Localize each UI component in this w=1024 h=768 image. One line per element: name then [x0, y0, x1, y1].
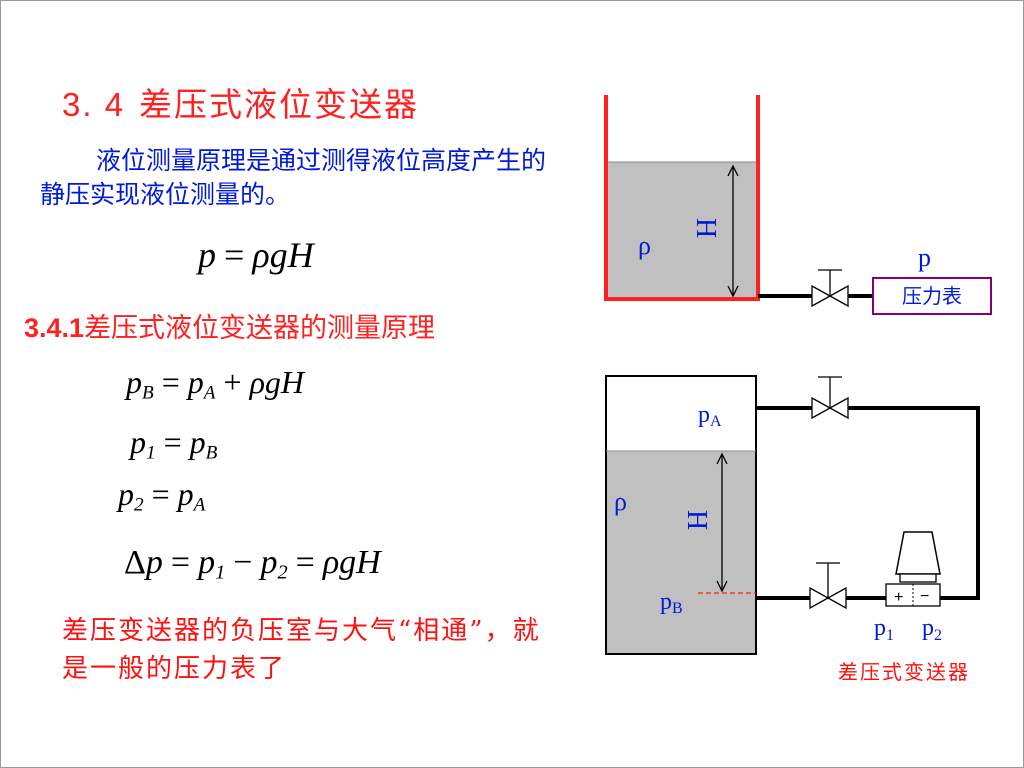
equation-p2: p2=pA — [118, 476, 205, 516]
closed-tank-wall — [605, 375, 757, 655]
section-number: 3. 4 — [62, 86, 126, 123]
eq4-equals-1: = — [170, 544, 191, 581]
eq4-H: H — [356, 544, 381, 581]
open-tank-arrowhead-up — [727, 164, 739, 177]
eq3-equals: = — [151, 476, 170, 512]
open-tank — [604, 95, 760, 301]
closed-tank-arrowhead-up — [716, 452, 728, 465]
eq1-equals: = — [161, 364, 180, 400]
upper-valve-icon — [811, 376, 849, 420]
open-tank-arrowhead-down — [727, 285, 739, 298]
eq1-t1-sub: A — [203, 382, 216, 404]
open-tank-height-label: H — [690, 218, 721, 238]
eq4-equals-2: = — [295, 544, 315, 581]
eq4-minus: − — [233, 544, 253, 581]
dp-transmitter-icon: + − — [885, 531, 941, 607]
eq4-a: p — [198, 544, 216, 581]
open-tank-rho-label: ρ — [638, 231, 651, 260]
eq3-rhs: p — [177, 476, 194, 512]
eq3-rhs-sub: A — [193, 494, 206, 516]
eq4-a-sub: 1 — [215, 561, 226, 584]
eq3-lhs-sub: 2 — [134, 494, 144, 516]
eq3-lhs: p — [118, 476, 134, 512]
eq4-g: g — [339, 544, 357, 581]
subsection-title: 3.4.1差压式液位变送器的测量原理 — [24, 306, 435, 345]
dp-transmitter-label: 差压式变送器 — [838, 660, 970, 684]
equation-pb: pB=pA+ρgH — [126, 364, 304, 404]
eq1-lhs-sub: B — [142, 382, 154, 404]
pressure-gauge: 压力表 — [872, 277, 992, 315]
formula-rho: ρ — [252, 235, 270, 275]
eq4-b: p — [260, 544, 278, 581]
p1-label: p1 — [874, 615, 894, 644]
dp-minus-sign: − — [920, 588, 929, 605]
intro-paragraph: 液位测量原理是通过测得液位高度产生的静压实现液位测量的。 — [40, 146, 547, 209]
eq1-H: H — [280, 364, 305, 400]
open-tank-valve-icon — [811, 269, 849, 308]
open-tank-liquid — [606, 162, 758, 298]
equation-delta-p: Δp=p1−p2=ρgH — [124, 544, 381, 585]
pb-label: pB — [660, 589, 683, 617]
closed-tank-arrowhead-down — [716, 580, 728, 593]
eq2-rhs: p — [189, 424, 206, 460]
subsection-number: 3.4.1 — [24, 313, 85, 343]
pressure-label: p — [918, 243, 931, 272]
lower-valve-icon — [809, 562, 847, 610]
eq4-p: p — [145, 544, 163, 581]
eq1-rho: ρ — [249, 364, 265, 400]
dp-plus-sign: + — [894, 589, 903, 606]
open-tank-wall — [604, 95, 760, 301]
eq2-rhs-sub: B — [205, 442, 218, 464]
closed-tank-height-label: H — [681, 510, 712, 530]
eq4-rho: ρ — [322, 544, 340, 581]
eq4-delta: Δ — [124, 544, 146, 581]
formula-static-pressure: p=ρgH — [198, 234, 314, 276]
eq1-plus: + — [223, 364, 242, 400]
closed-tank-liquid — [606, 451, 756, 654]
eq2-equals: = — [163, 424, 182, 460]
note-paragraph: 差压变送器的负压室与大气“相通”，就是一般的压力表了 — [62, 616, 541, 684]
formula-g: g — [269, 235, 288, 275]
eq1-t1: p — [187, 364, 204, 400]
p2-label: p2 — [922, 615, 942, 644]
equation-p1: p1=pB — [130, 424, 217, 464]
closed-tank-rho-label: ρ — [614, 487, 627, 516]
equals-sign: = — [224, 235, 245, 275]
eq1-lhs: p — [126, 364, 142, 400]
eq1-g: g — [264, 364, 281, 400]
subsection-title-text: 差压式液位变送器的测量原理 — [84, 313, 436, 344]
formula-H: H — [287, 235, 314, 275]
eq4-b-sub: 2 — [277, 561, 288, 584]
upper-impulse-line — [756, 406, 980, 600]
section-title-text: 差压式液位变送器 — [139, 85, 420, 124]
eq2-lhs: p — [130, 424, 146, 460]
eq2-lhs-sub: 1 — [146, 442, 156, 464]
closed-tank — [605, 375, 757, 655]
section-title: 3. 4 差压式液位变送器 — [62, 78, 419, 126]
pa-label: pA — [698, 402, 722, 430]
formula-lhs: p — [198, 235, 216, 275]
